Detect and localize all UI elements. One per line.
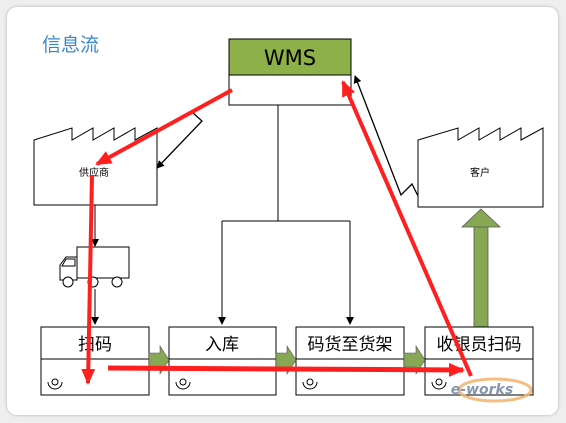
green-arrow-up-to-customer xyxy=(460,208,502,329)
step-label-shelving: 码货至货架 xyxy=(308,335,393,355)
step-box-inbound: 入库 xyxy=(168,326,277,396)
wms-header xyxy=(228,38,352,76)
process-icon xyxy=(431,381,447,390)
red-arrow-supplier-down-to-scan xyxy=(81,174,96,385)
red-arrow-cashier-to-wms xyxy=(341,80,473,377)
red-arrow-scan-to-cashier xyxy=(107,362,465,377)
supplier-label: 供应商 xyxy=(79,166,109,179)
step-label-scan: 扫码 xyxy=(78,335,112,355)
truck-icon xyxy=(59,246,130,288)
eworks-watermark-text: e-works xyxy=(451,382,513,398)
customer-to-wms-lightning xyxy=(353,75,419,197)
red-arrow-wms-to-supplier xyxy=(95,88,233,166)
process-icon xyxy=(302,381,318,390)
process-icon xyxy=(47,381,63,390)
eworks-watermark: e-works xyxy=(451,377,533,403)
step-box-shelving: 码货至货架 xyxy=(295,326,405,396)
customer-label: 客户 xyxy=(470,166,490,179)
wms-label: WMS xyxy=(264,46,316,70)
diagram-title: 信息流 xyxy=(42,34,99,56)
green-arrow-step-3-4 xyxy=(403,344,426,376)
process-icon xyxy=(175,381,191,390)
step-label-cashier-scan: 收银员扫码 xyxy=(437,335,522,355)
customer-factory xyxy=(417,127,544,208)
wms-to-supplier-lightning xyxy=(156,91,230,169)
step-box-scan: 扫码 xyxy=(40,326,150,396)
step-label-inbound: 入库 xyxy=(205,335,239,355)
